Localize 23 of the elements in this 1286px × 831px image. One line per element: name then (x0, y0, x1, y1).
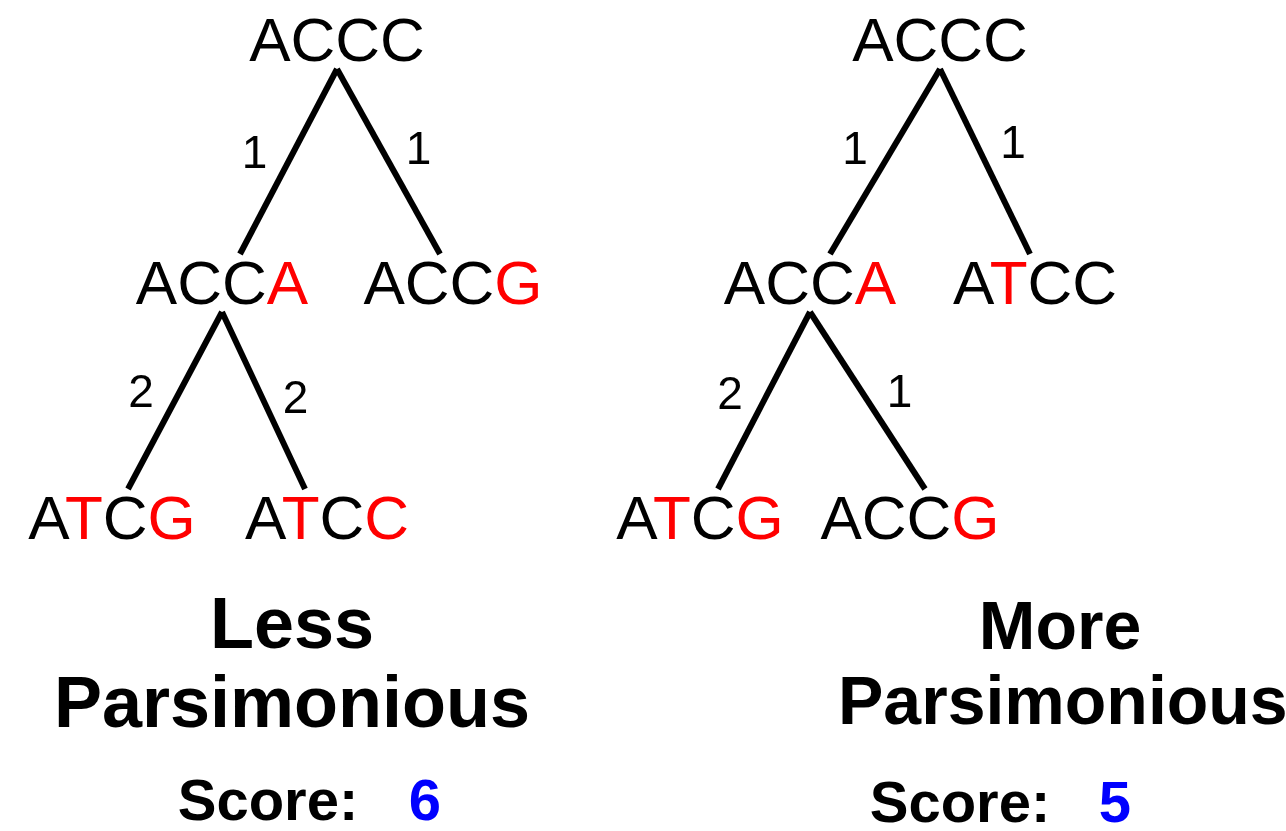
tree-branch (219, 310, 308, 491)
tree-branch (334, 67, 443, 256)
sequence-label: ATCG (616, 487, 784, 549)
score-label: Score: (177, 768, 359, 831)
sequence-label: ACCC (249, 9, 425, 71)
score-label: Score: (869, 770, 1051, 831)
tree-branch (237, 67, 340, 256)
sequence-label: ATCG (28, 487, 196, 549)
sequence-label: ACCA (723, 252, 897, 314)
sequence-label: ACCA (135, 252, 309, 314)
score-value: 5 (1098, 770, 1132, 831)
tree-branch (827, 67, 943, 256)
tree-branch (807, 310, 928, 491)
score-value: 6 (408, 768, 442, 831)
sequence-label: ACCG (820, 487, 1000, 549)
tree-branch (715, 310, 813, 491)
tree-branch (125, 310, 225, 491)
sequence-label: ATCC (244, 487, 410, 549)
tree-caption: Less Parsimonious (52, 583, 532, 743)
tree-branch (937, 67, 1033, 256)
sequence-label: ACCG (363, 252, 543, 314)
sequence-label: ACCC (852, 9, 1028, 71)
sequence-label: ATCC (952, 252, 1118, 314)
